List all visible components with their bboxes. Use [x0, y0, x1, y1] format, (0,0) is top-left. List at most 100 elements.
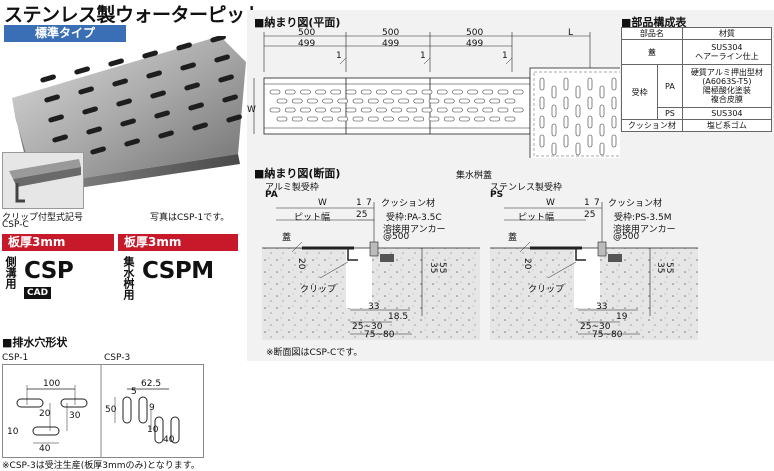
ps-code: PS	[490, 190, 504, 200]
basin-slot	[599, 123, 605, 137]
plan-dim-500-3: 500	[466, 28, 484, 38]
plan-slot	[443, 98, 455, 104]
ps-h55: 55	[664, 262, 674, 274]
plan-slot	[300, 107, 311, 113]
pa-d33: 33	[368, 302, 380, 312]
plan-slot	[398, 98, 409, 104]
plan-dim-L: L	[568, 28, 574, 38]
csp3-dim-50: 50	[105, 405, 117, 415]
section-heading: ■納まり図(断面)	[254, 167, 341, 180]
plan-slot	[269, 107, 281, 113]
basin-slot	[587, 96, 593, 110]
pa-w: W	[318, 198, 327, 208]
grating-photo	[12, 36, 246, 194]
grating-slot	[44, 94, 60, 103]
plan-slot	[307, 98, 318, 104]
pa-d7580: 75~80	[364, 330, 395, 340]
csp1-dim-20: 20	[39, 409, 51, 419]
basin-slot	[575, 142, 581, 156]
plan-slot	[383, 116, 394, 122]
ps-w: W	[546, 198, 555, 208]
plan-slot	[428, 98, 440, 104]
pa-clip: クリップ	[300, 285, 337, 295]
grating-slot	[184, 82, 200, 91]
grating-slot	[218, 74, 234, 83]
pa-pitch: @500	[383, 232, 410, 242]
left-product-code: CSP	[24, 258, 74, 284]
basin-slot	[539, 134, 545, 148]
csp3-dim-9: 9	[149, 403, 155, 413]
parts-row-lid-name: 蓋	[621, 39, 683, 65]
grating-slot	[112, 78, 128, 87]
pa-pit-width: ピット幅	[294, 213, 331, 223]
plan-slot	[428, 116, 440, 122]
ps-lid: 蓋	[508, 233, 518, 243]
plan-slot	[330, 107, 342, 113]
plan-slot	[413, 98, 425, 104]
plan-slot	[474, 116, 485, 122]
plan-slot	[276, 116, 288, 122]
basin-slot	[575, 85, 581, 99]
plan-slot	[291, 116, 303, 122]
pa-d25: 25	[356, 210, 368, 220]
plan-slot	[474, 98, 485, 104]
grating-slot	[86, 126, 102, 135]
grating-slot	[150, 90, 166, 99]
basin-slot	[599, 85, 605, 99]
plan-gap-3: 1	[502, 51, 508, 61]
drain-note: ※CSP-3は受注生産(板厚3mmのみ)となります。	[2, 461, 200, 471]
plan-slot	[512, 89, 524, 95]
plan-slot	[497, 107, 509, 113]
plan-heading: ■納まり図(平面)	[254, 16, 341, 29]
csp1-dim-30: 30	[69, 411, 81, 421]
grating-slot	[222, 94, 238, 103]
csp3-dim-10: 10	[147, 425, 159, 435]
plan-slot	[459, 116, 470, 122]
grating-slot	[108, 58, 124, 67]
plan-slot	[360, 89, 372, 95]
ps-clip: クリップ	[528, 285, 565, 295]
pa-h55: 55	[437, 262, 447, 274]
left-side-text: 側溝用	[4, 256, 17, 289]
section-note: ※断面図はCSP-Cです。	[266, 348, 363, 358]
basin-slot	[539, 115, 545, 129]
basin-slot	[539, 77, 545, 91]
parts-header-material: 材質	[681, 27, 773, 40]
plan-slot	[376, 89, 387, 95]
csp1-label: CSP-1	[2, 353, 29, 363]
plan-slot	[376, 107, 387, 113]
pa-anchor: 溶接用アンカー	[383, 225, 446, 235]
ps-d19: 19	[616, 312, 628, 322]
basin-slot	[611, 134, 617, 148]
plan-slot	[337, 98, 349, 104]
ps-anchor: 溶接用アンカー	[613, 225, 676, 235]
plan-slot	[504, 98, 516, 104]
csp3-label: CSP-3	[104, 353, 131, 363]
plan-slot	[300, 89, 311, 95]
grating-slot	[90, 146, 106, 155]
plan-slot	[337, 116, 349, 122]
plan-dim-499-1: 499	[298, 39, 316, 49]
grating-slot	[142, 50, 158, 59]
plan-dim-500-2: 500	[382, 28, 400, 38]
drain-diagram-box: 100 20 30 40 10 62.5 5 50 9 10 40	[2, 364, 204, 458]
plan-slot	[322, 116, 333, 122]
ps-h35: 35	[655, 262, 665, 274]
grating-slot	[188, 102, 204, 111]
grating-slot	[192, 122, 208, 131]
parts-row-cushion-material: 塩ビ系ゴム	[681, 119, 773, 132]
plan-slot	[489, 98, 501, 104]
plan-slot	[482, 89, 494, 95]
basin-slot	[575, 123, 581, 137]
plan-slot	[497, 89, 509, 95]
plan-slot	[367, 116, 379, 122]
csp1-dim-40: 40	[39, 444, 51, 454]
cad-badge[interactable]: CAD	[24, 287, 52, 299]
basin-slot	[599, 104, 605, 118]
parts-row-pa-material: 硬質アルミ押出型材 (A6063S-T5) 陽極酸化塗装 複合皮膜	[681, 64, 773, 108]
right-side-text: 集水桝用	[122, 256, 135, 300]
grating-slot	[78, 86, 94, 95]
pa-d2530: 25~30	[352, 322, 383, 332]
parts-table: 部品名 材質 蓋 SUS304 ヘアーライン仕上 受枠 PA 硬質アルミ押出型材…	[620, 27, 773, 132]
parts-row-frame-name: 受枠	[620, 64, 659, 120]
